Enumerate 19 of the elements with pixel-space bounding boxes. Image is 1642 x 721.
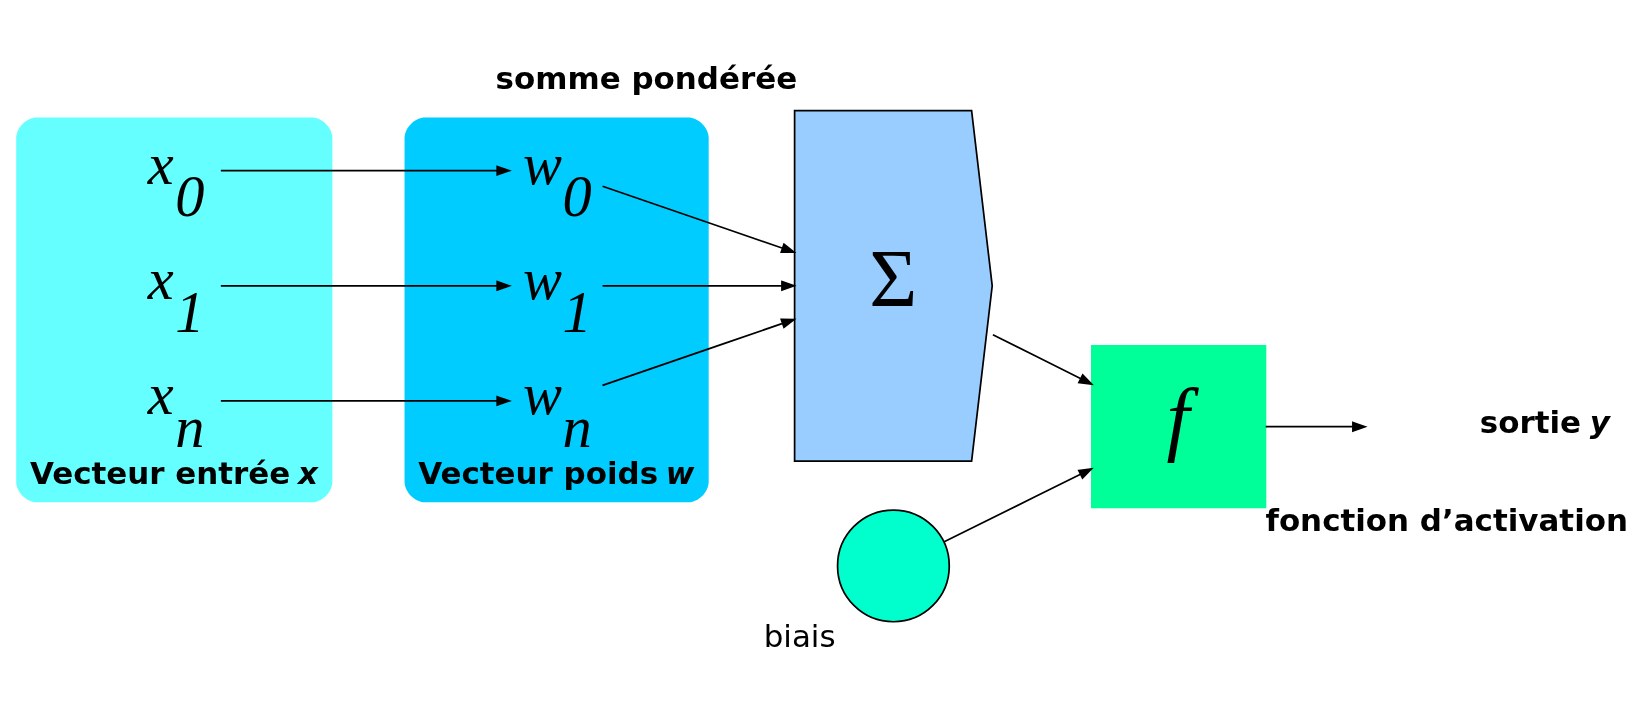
arrow: [601, 318, 797, 386]
arrow: [601, 184, 797, 253]
arrow: [601, 279, 797, 291]
arrow: [992, 333, 1094, 385]
node-label: Vecteur entrée x: [29, 454, 318, 491]
node-circle: [836, 508, 951, 623]
node-label: biais: [763, 617, 836, 653]
arrow: [220, 279, 512, 291]
arrow: [220, 395, 512, 406]
arrow: [1264, 420, 1368, 432]
arrow: [943, 467, 1094, 543]
node-label: somme pondérée: [495, 59, 798, 96]
cluster: [404, 116, 709, 502]
node-box: f: [1091, 344, 1267, 508]
label: sortie y: [1479, 403, 1610, 440]
cluster: [16, 116, 333, 502]
node-label: fonction d’activation: [1265, 501, 1628, 538]
node-label: Vecteur poids w: [418, 454, 695, 491]
arrow: [220, 164, 512, 176]
